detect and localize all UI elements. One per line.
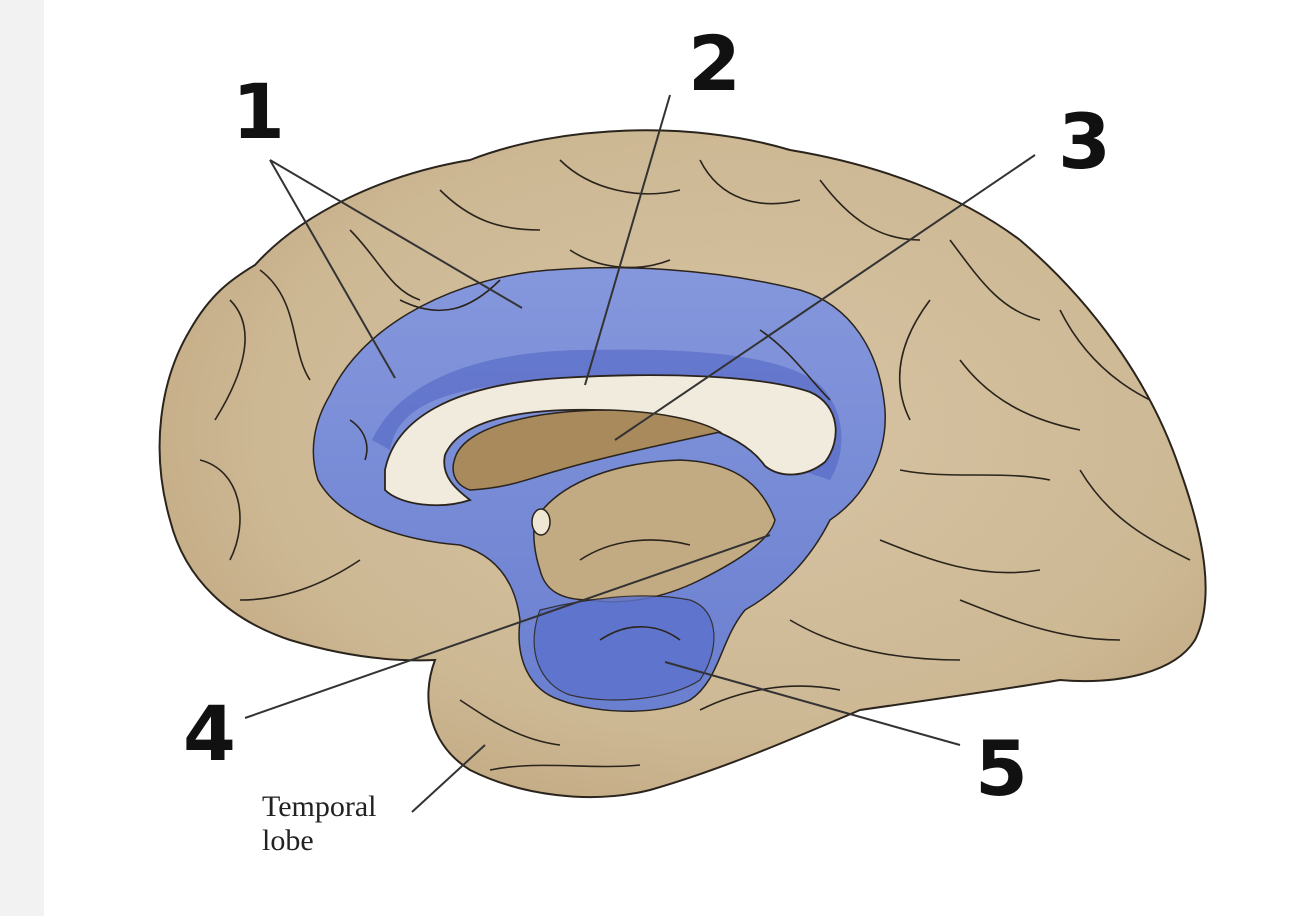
label-4: 4 [183, 689, 236, 778]
label-1: 1 [232, 67, 285, 156]
leader-line-1a [269, 159, 396, 379]
temporal-lobe-label-line1: Temporal [262, 790, 377, 823]
temporal-lobe-label-line2: lobe [262, 824, 314, 857]
leader-lines [244, 94, 1036, 813]
diencephalon [533, 459, 776, 603]
label-2: 2 [688, 19, 741, 108]
leader-line-1b [269, 159, 523, 309]
anterior-commissure [531, 508, 551, 536]
leader-line-temporal [411, 744, 486, 813]
label-3: 3 [1058, 97, 1111, 186]
leader-line-3 [614, 154, 1036, 441]
leader-line-4 [244, 534, 771, 719]
leader-line-2 [584, 94, 671, 386]
page-margin-strip [0, 0, 44, 916]
corpus-callosum [384, 374, 837, 507]
ventricle [452, 409, 723, 491]
parahippocampal-highlight [533, 595, 715, 701]
label-5: 5 [975, 724, 1028, 813]
temporal-lobe-label: Temporal lobe [262, 790, 377, 858]
leader-line-5 [664, 661, 961, 746]
